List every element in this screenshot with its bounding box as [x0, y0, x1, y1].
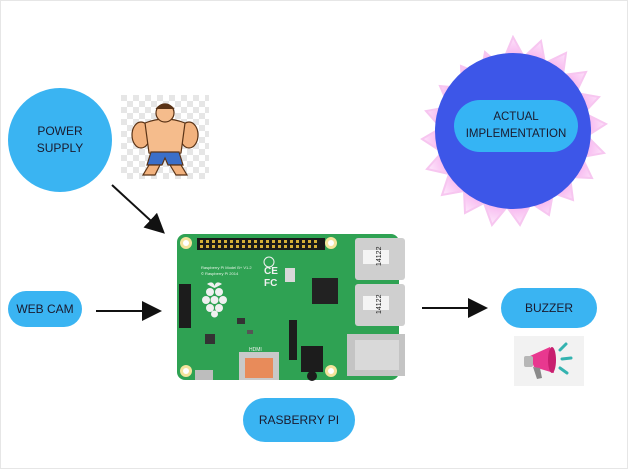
arrow-power-to-pi — [111, 184, 165, 234]
rasberry-pi-label: RASBERRY PI — [258, 412, 340, 427]
buzzer-node: BUZZER — [501, 288, 597, 328]
rasberry-pi-node: RASBERRY PI — [243, 398, 355, 442]
power-supply-label: POWER SUPPLY — [36, 124, 84, 155]
svg-text:FC: FC — [264, 278, 277, 289]
raspberry-pi-board: Raspberry Pi Model B+ V1.2 © Raspberry P… — [177, 234, 405, 381]
strongman-icon — [121, 95, 209, 179]
svg-text:Raspberry Pi Model B+ V1.2: Raspberry Pi Model B+ V1.2 — [201, 265, 252, 270]
power-supply-node: POWER SUPPLY — [8, 88, 112, 192]
actual-implementation-label: ACTUAL IMPLEMENTATION — [465, 111, 567, 140]
buzzer-label: BUZZER — [525, 300, 573, 315]
svg-text:CE: CE — [264, 266, 278, 277]
actual-implementation-badge: ACTUAL IMPLEMENTATION — [454, 100, 578, 152]
svg-text:14122: 14122 — [376, 294, 383, 314]
web-cam-node: WEB CAM — [8, 291, 82, 327]
web-cam-label: WEB CAM — [16, 301, 74, 316]
svg-text:© Raspberry Pi 2014: © Raspberry Pi 2014 — [201, 271, 239, 276]
svg-text:HDMI: HDMI — [249, 347, 262, 353]
svg-text:14122: 14122 — [376, 246, 383, 266]
megaphone-icon — [514, 336, 584, 386]
